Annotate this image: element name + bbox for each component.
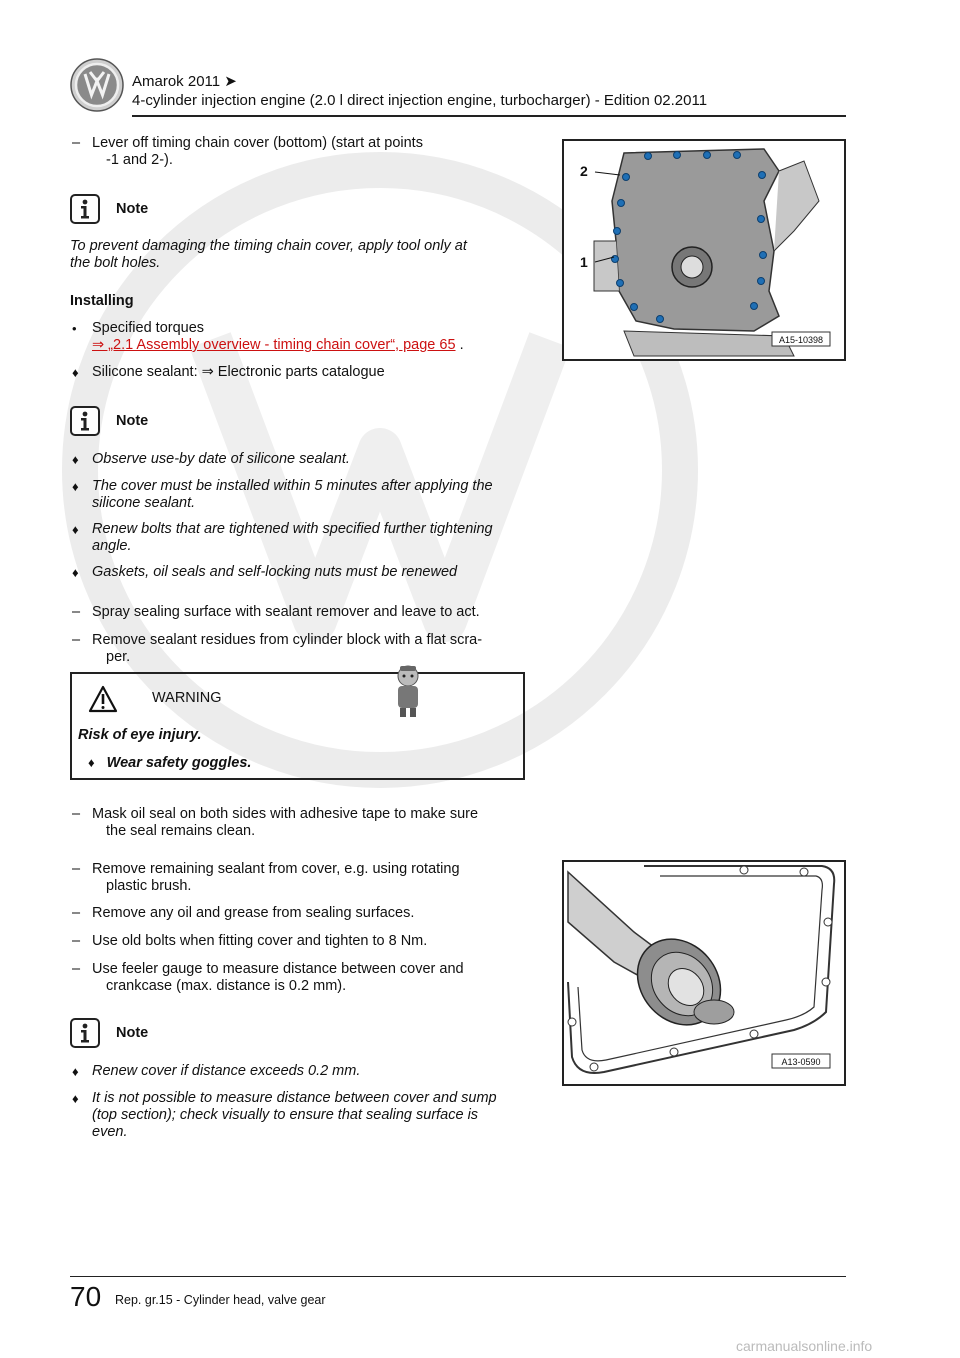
bullet-marker: ♦: [72, 1064, 79, 1079]
step-lever-off: – Lever off timing chain cover (bottom) …: [70, 135, 530, 169]
note-2-item: ♦ Gaskets, oil seals and self-locking nu…: [70, 564, 540, 581]
step-remove-residues: – Remove sealant residues from cylinder …: [70, 632, 530, 666]
site-watermark: carmanualsonline.info: [736, 1338, 873, 1354]
specified-torques-item: • Specified torques ⇒ „2.1 Assembly over…: [70, 320, 540, 354]
bullet-marker: ♦: [72, 365, 79, 380]
step-remove-oil: – Remove any oil and grease from sealing…: [70, 905, 530, 922]
item-line: even.: [92, 1124, 128, 1140]
footer-rule: [70, 1276, 846, 1277]
step-marker: –: [72, 861, 81, 877]
step-feeler-gauge: – Use feeler gauge to measure distance b…: [70, 961, 530, 995]
item-line: Observe use-by date of silicone sealant.: [92, 451, 350, 467]
note-label: Note: [116, 1025, 149, 1041]
timing-cover-illustration: 2 1 A15-10398: [580, 148, 831, 357]
step-remove-sealant: – Remove remaining sealant from cover, e…: [70, 861, 530, 895]
step-marker: –: [72, 806, 81, 822]
info-icon: [70, 1018, 100, 1048]
header-engine: 4-cylinder injection engine (2.0 l direc…: [132, 92, 708, 109]
step-cont: plastic brush.: [106, 878, 192, 894]
note-3-item: ♦ Renew cover if distance exceeds 0.2 mm…: [70, 1063, 540, 1080]
rotating-brush-illustration: A13-0590: [567, 865, 836, 1074]
item-line: Gaskets, oil seals and self-locking nuts…: [92, 564, 458, 580]
step-mask-oil-seal: – Mask oil seal on both sides with adhes…: [70, 806, 530, 840]
callout-2: 2: [580, 163, 588, 179]
figure-timing-chain-cover: 2 1 A15-10398: [562, 139, 846, 361]
bullet-marker: ♦: [72, 479, 79, 494]
page-number: 70: [70, 1281, 102, 1312]
bullet-marker: •: [72, 321, 77, 336]
warning-label: WARNING: [152, 690, 222, 706]
warning-item: ♦ Wear safety goggles.: [88, 755, 251, 771]
note-label: Note: [116, 201, 149, 217]
header-rule: [132, 115, 846, 117]
bullet-marker: ♦: [88, 755, 95, 770]
bullet-marker: ♦: [72, 565, 79, 580]
note-label: Note: [116, 413, 149, 429]
step-text: Use old bolts when fitting cover and tig…: [92, 933, 428, 949]
warning-box: [70, 672, 525, 780]
item-line: (top section); check visually to ensure …: [92, 1107, 479, 1123]
warning-text: Risk of eye injury.: [78, 727, 202, 743]
note-3-item: ♦ It is not possible to measure distance…: [70, 1090, 540, 1141]
step-text: Spray sealing surface with sealant remov…: [92, 604, 480, 620]
bullet-marker: ♦: [72, 452, 79, 467]
link-suffix: .: [459, 337, 464, 353]
warning-triangle-icon: [88, 685, 118, 713]
footer-section: Rep. gr.15 - Cylinder head, valve gear: [115, 1293, 326, 1307]
item-line: angle.: [92, 538, 132, 554]
step-old-bolts: – Use old bolts when fitting cover and t…: [70, 933, 530, 950]
step-spray-surface: – Spray sealing surface with sealant rem…: [70, 604, 530, 621]
figure-1-code: A15-10398: [779, 335, 823, 345]
note-2-item: ♦ Observe use-by date of silicone sealan…: [70, 451, 540, 468]
step-marker: –: [72, 905, 81, 921]
step-cont: the seal remains clean.: [106, 823, 256, 839]
bullet-marker: ♦: [72, 522, 79, 537]
callout-1: 1: [580, 254, 588, 270]
item-line: It is not possible to measure distance b…: [92, 1090, 497, 1106]
figure-2-code: A13-0590: [781, 1057, 820, 1067]
step-text: Lever off timing chain cover (bottom) (s…: [92, 135, 423, 151]
item-line: silicone sealant.: [92, 495, 196, 511]
item-line: Renew bolts that are tightened with spec…: [92, 521, 493, 537]
step-marker: –: [72, 632, 81, 648]
step-text: Remove any oil and grease from sealing s…: [92, 905, 415, 921]
note-2-item: ♦ The cover must be installed within 5 m…: [70, 478, 540, 512]
mechanic-figure-icon: [397, 665, 419, 717]
vw-logo-icon: [70, 58, 124, 112]
step-text: Mask oil seal on both sides with adhesiv…: [92, 806, 479, 822]
step-cont: crankcase (max. distance is 0.2 mm).: [106, 978, 347, 994]
sealant-text: Silicone sealant: ⇒ Electronic parts cat…: [92, 364, 385, 380]
step-marker: –: [72, 933, 81, 949]
note-1-line-1: To prevent damaging the timing chain cov…: [70, 238, 467, 254]
item-line: The cover must be installed within 5 min…: [92, 478, 493, 494]
note-1-text: To prevent damaging the timing chain cov…: [70, 238, 530, 272]
bullet-marker: ♦: [72, 1091, 79, 1106]
note-1-line-2: the bolt holes.: [70, 255, 161, 271]
info-icon: [70, 406, 100, 436]
step-cont: per.: [106, 649, 131, 665]
figure-rotating-brush: A13-0590: [562, 860, 846, 1086]
step-marker: –: [72, 604, 81, 620]
step-text: Use feeler gauge to measure distance bet…: [92, 961, 464, 977]
assembly-overview-link[interactable]: ⇒ „2.1 Assembly overview - timing chain …: [92, 337, 456, 353]
step-cont: -1 and 2-).: [106, 152, 173, 168]
header-model: Amarok 2011 ➤: [132, 73, 237, 90]
note-2-item: ♦ Renew bolts that are tightened with sp…: [70, 521, 540, 555]
silicone-sealant-item: ♦ Silicone sealant: ⇒ Electronic parts c…: [70, 364, 540, 381]
info-icon: [70, 194, 100, 224]
step-text: Remove sealant residues from cylinder bl…: [92, 632, 483, 648]
step-marker: –: [72, 135, 81, 151]
step-text: Remove remaining sealant from cover, e.g…: [92, 861, 460, 877]
torques-label: Specified torques: [92, 320, 205, 336]
warning-item-text: Wear safety goggles.: [106, 755, 252, 771]
item-line: Renew cover if distance exceeds 0.2 mm.: [92, 1063, 361, 1079]
installing-heading: Installing: [70, 293, 134, 309]
step-marker: –: [72, 961, 81, 977]
